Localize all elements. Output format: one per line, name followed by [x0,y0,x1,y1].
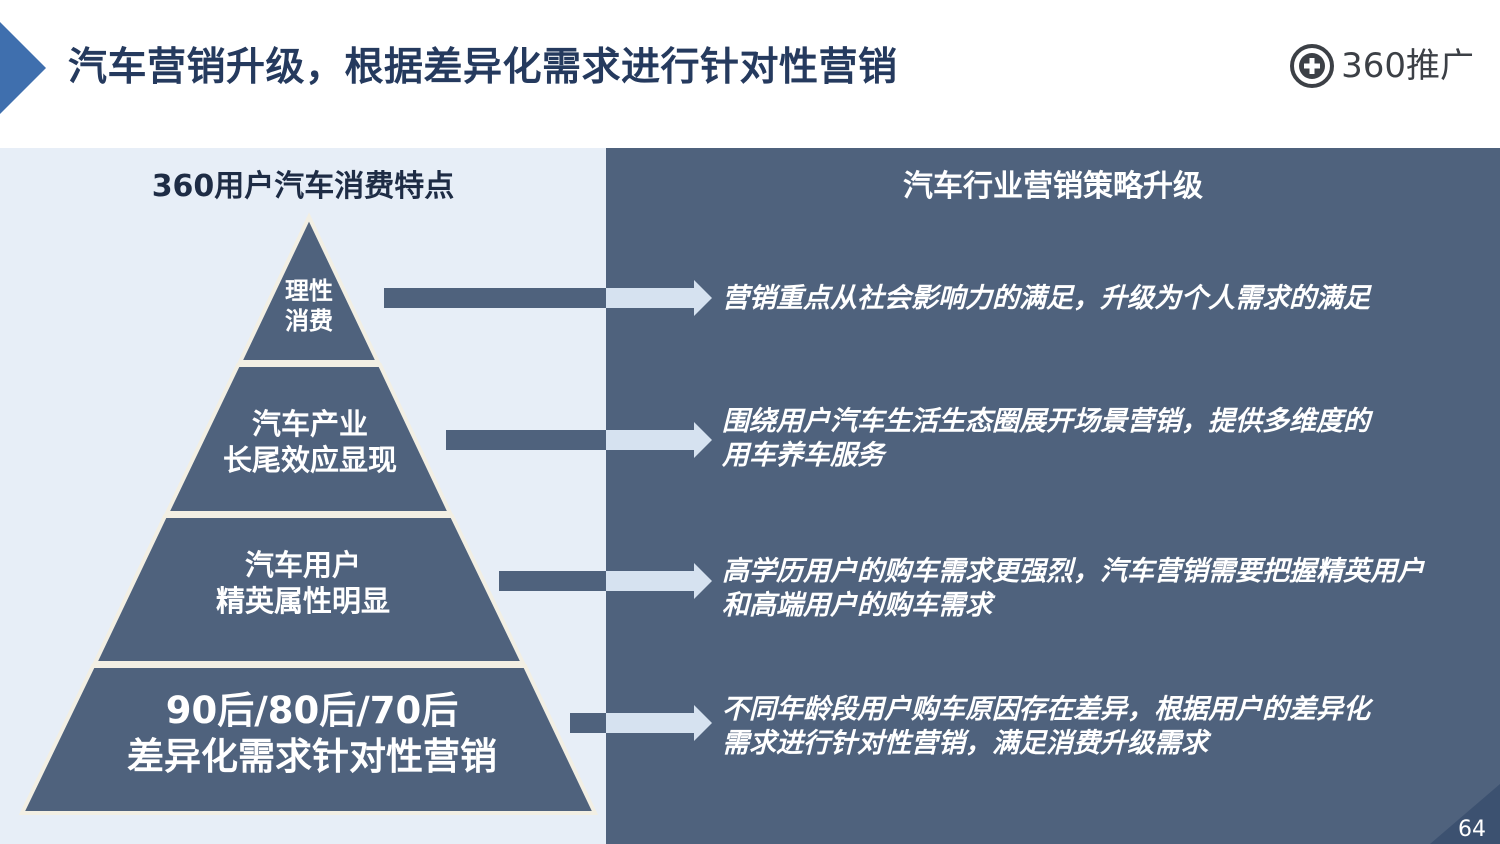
strategy-3-line1: 高学历用户的购车需求更强烈，汽车营销需要把握精英用户 [722,556,1424,587]
right-panel-heading: 汽车行业营销策略升级 [903,169,1203,204]
tier-3-label: 汽车用户 精英属性明显 [173,547,433,619]
page-number: 64 [1458,817,1486,842]
tier-3-line1: 汽车用户 [244,548,361,582]
tier-2-label: 汽车产业 长尾效应显现 [190,406,430,478]
strategy-1-line1: 营销重点从社会影响力的满足，升级为个人需求的满足 [722,283,1370,314]
logo-text: 360推广 [1341,46,1474,86]
tier-2-line1: 汽车产业 [251,407,368,441]
strategy-4: 不同年龄段用户购车原因存在差异，根据用户的差异化 需求进行针对性营销，满足消费升… [722,693,1492,761]
slide-title: 汽车营销升级，根据差异化需求进行针对性营销 [68,45,898,90]
connector-arrow-3 [499,563,712,599]
strategy-2-line2: 用车养车服务 [722,440,884,471]
connector-arrow-4 [570,705,712,741]
strategy-1: 营销重点从社会影响力的满足，升级为个人需求的满足 [722,282,1492,316]
pyramid-tier-2 [163,363,454,515]
tier-4-line2: 差异化需求针对性营销 [127,735,497,778]
tier-4-line1: 90后/80后/70后 [165,689,459,732]
logo-360-tuiguang: 360推广 [1289,38,1474,94]
left-panel-heading: 360用户汽车消费特点 [151,169,455,204]
page-number-tab [1430,784,1500,844]
tier-3-line2: 精英属性明显 [215,584,390,618]
strategy-3: 高学历用户的购车需求更强烈，汽车营销需要把握精英用户 和高端用户的购车需求 [722,555,1492,623]
tier-1-line2: 消费 [285,307,333,335]
tier-1-line1: 理性 [285,277,333,305]
plus-logo-icon [1290,44,1335,88]
pyramid-tier-1 [236,212,382,364]
connector-arrow-2 [446,422,712,458]
tier-4-label: 90后/80后/70后 差异化需求针对性营销 [100,688,524,780]
connector-arrow-1 [384,280,712,316]
corner-accent-triangle [0,22,46,114]
strategy-2: 围绕用户汽车生活生态圈展开场景营销，提供多维度的 用车养车服务 [722,405,1492,473]
tier-1-label: 理性 消费 [259,276,359,336]
tier-2-line2: 长尾效应显现 [222,443,397,477]
pyramid-tier-4 [18,664,599,815]
strategy-3-line2: 和高端用户的购车需求 [722,590,992,621]
strategy-4-line1: 不同年龄段用户购车原因存在差异，根据用户的差异化 [722,694,1370,725]
pyramid-tier-3 [91,514,527,665]
right-panel [606,148,1500,844]
strategy-2-line1: 围绕用户汽车生活生态圈展开场景营销，提供多维度的 [722,406,1370,437]
strategy-4-line2: 需求进行针对性营销，满足消费升级需求 [722,728,1208,759]
